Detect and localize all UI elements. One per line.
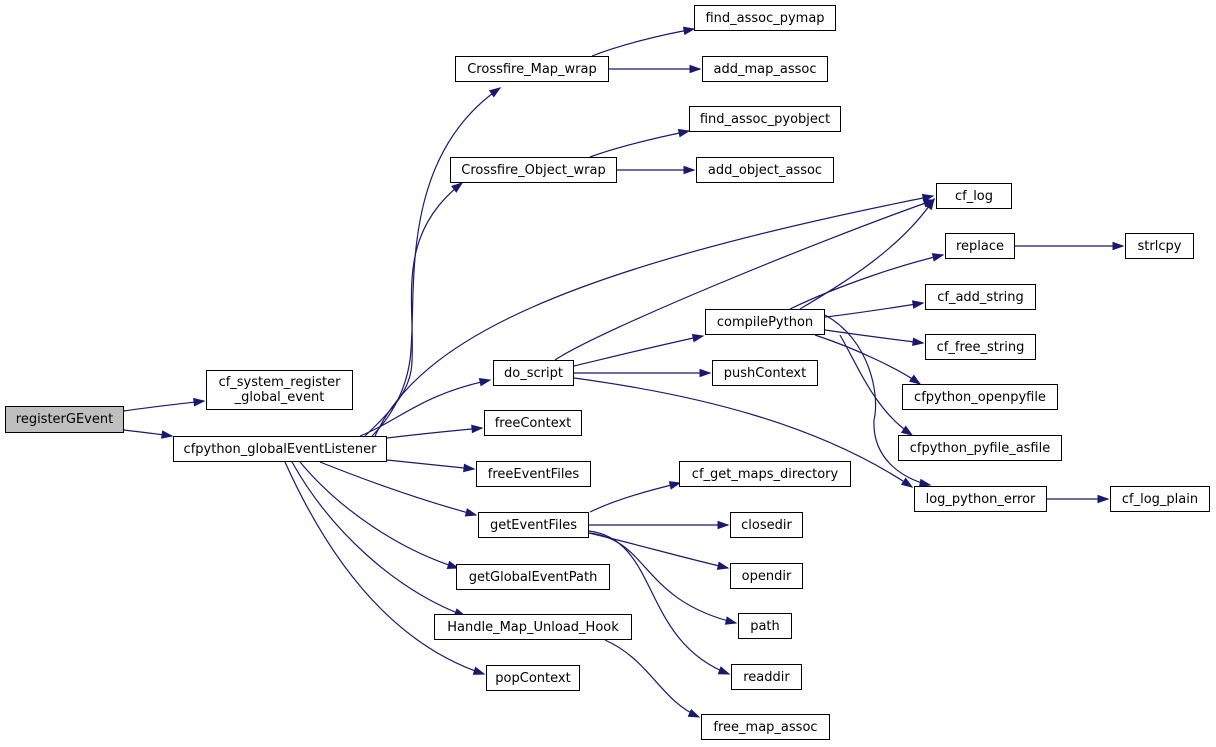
node-log_python_error[interactable]: log_python_error xyxy=(914,486,1047,512)
arrowhead-closedir xyxy=(717,520,730,530)
node-add_object_assoc[interactable]: add_object_assoc xyxy=(696,157,834,183)
arrowhead-freeEventFiles xyxy=(463,463,476,473)
node-Crossfire_Map_wrap[interactable]: Crossfire_Map_wrap xyxy=(455,56,609,82)
node-freeContext[interactable]: freeContext xyxy=(484,410,582,436)
call-edge-compilePython-to-cfpython_openpyfile xyxy=(814,334,921,385)
call-edge-cfpython_globalEventListener-to-getEventFiles xyxy=(319,461,477,516)
call-edge-do_script-to-cf_log xyxy=(554,199,935,361)
arrowhead-free_map_assoc xyxy=(687,708,701,718)
node-strlcpy[interactable]: strlcpy xyxy=(1125,233,1194,259)
node-cfpython_pyfile_asfile[interactable]: cfpython_pyfile_asfile xyxy=(898,435,1062,461)
call-edge-cfpython_globalEventListener-to-Crossfire_Object_wrap xyxy=(364,182,463,437)
arrowhead-find_assoc_pyobject xyxy=(677,128,691,138)
call-edge-do_script-to-log_python_error xyxy=(573,377,913,488)
node-getEventFiles[interactable]: getEventFiles xyxy=(478,512,589,538)
call-edge-Crossfire_Object_wrap-to-find_assoc_pyobject xyxy=(589,130,690,158)
node-find_assoc_pyobject[interactable]: find_assoc_pyobject xyxy=(689,106,841,132)
arrowhead-getGlobalEventPath xyxy=(446,560,460,570)
call-edge-cfpython_globalEventListener-to-popContext xyxy=(284,461,485,675)
arrowhead-freeContext xyxy=(471,424,484,434)
arrowhead-popContext xyxy=(472,666,486,675)
node-popContext[interactable]: popContext xyxy=(486,665,580,691)
call-edge-compilePython-to-cf_add_string xyxy=(824,302,924,318)
arrowhead-cf_get_maps_directory xyxy=(668,481,682,490)
call-edge-getEventFiles-to-cf_get_maps_directory xyxy=(589,482,681,513)
arrowhead-path xyxy=(724,616,738,625)
call-edge-cfpython_globalEventListener-to-getGlobalEventPath xyxy=(299,461,459,569)
call-edge-cfpython_globalEventListener-to-Handle_Map_Unload_Hook xyxy=(291,461,466,617)
node-replace[interactable]: replace xyxy=(945,233,1015,259)
call-edge-cfpython_globalEventListener-to-freeEventFiles xyxy=(386,459,475,470)
node-add_map_assoc[interactable]: add_map_assoc xyxy=(702,56,828,82)
arrowhead-replace xyxy=(931,253,945,262)
arrowhead-Crossfire_Object_wrap xyxy=(451,182,464,193)
arrowhead-add_map_assoc xyxy=(689,64,702,74)
call-edge-Crossfire_Map_wrap-to-find_assoc_pymap xyxy=(591,28,695,57)
node-Crossfire_Object_wrap[interactable]: Crossfire_Object_wrap xyxy=(450,157,617,183)
call-edge-Handle_Map_Unload_Hook-to-free_map_assoc xyxy=(604,639,700,718)
arrowhead-find_assoc_pymap xyxy=(682,26,696,36)
call-edge-compilePython-to-cf_log xyxy=(799,198,935,310)
call-edge-compilePython-to-cf_free_string xyxy=(824,329,924,344)
call-edge-do_script-to-compilePython xyxy=(573,335,704,367)
arrowhead-log_python_error xyxy=(900,477,914,488)
node-cf_log_plain[interactable]: cf_log_plain xyxy=(1110,486,1210,512)
call-edge-compilePython-to-log_python_error xyxy=(824,314,931,486)
arrowhead-do_script xyxy=(478,377,492,387)
call-edge-getEventFiles-to-readdir xyxy=(588,530,730,675)
node-closedir[interactable]: closedir xyxy=(730,512,803,538)
arrowhead-readdir xyxy=(717,666,731,675)
arrowhead-compilePython xyxy=(691,333,705,343)
node-cfpython_openpyfile[interactable]: cfpython_openpyfile xyxy=(902,384,1058,410)
call-edge-registerGEvent-to-cf_system_register_global_event xyxy=(123,400,205,412)
node-registerGEvent: registerGEvent xyxy=(5,406,124,433)
arrowhead-cf_add_string xyxy=(911,300,925,309)
arrowhead-getEventFiles xyxy=(464,508,478,517)
arrowhead-pushContext xyxy=(699,368,712,378)
node-pushContext[interactable]: pushContext xyxy=(712,360,818,386)
node-readdir[interactable]: readdir xyxy=(731,664,802,690)
arrowhead-cfpython_pyfile_asfile xyxy=(900,425,914,436)
arrowhead-cf_free_string xyxy=(912,337,925,347)
call-edge-cfpython_globalEventListener-to-do_script xyxy=(359,379,491,437)
arrowhead-cf_log xyxy=(924,197,935,211)
node-cfpython_globalEventListener[interactable]: cfpython_globalEventListener xyxy=(173,436,387,462)
arrowhead-Crossfire_Map_wrap xyxy=(488,87,502,98)
call-edge-compilePython-to-cfpython_pyfile_asfile xyxy=(839,334,913,436)
arrowhead-opendir xyxy=(716,561,730,570)
call-edge-cfpython_globalEventListener-to-cf_log xyxy=(374,195,934,437)
arrowhead-cfpython_globalEventListener xyxy=(160,430,174,439)
node-getGlobalEventPath[interactable]: getGlobalEventPath xyxy=(456,564,610,590)
call-edge-getEventFiles-to-path xyxy=(588,532,737,624)
node-free_map_assoc[interactable]: free_map_assoc xyxy=(701,714,830,740)
call-edge-compilePython-to-replace xyxy=(789,254,944,310)
node-do_script[interactable]: do_script xyxy=(493,360,574,386)
arrowhead-cf_log_plain xyxy=(1097,494,1110,504)
arrowhead-log_python_error xyxy=(918,478,932,488)
node-freeEventFiles[interactable]: freeEventFiles xyxy=(476,461,591,487)
node-cf_get_maps_directory[interactable]: cf_get_maps_directory xyxy=(679,461,851,487)
node-Handle_Map_Unload_Hook[interactable]: Handle_Map_Unload_Hook xyxy=(434,614,632,640)
node-opendir[interactable]: opendir xyxy=(730,563,803,589)
arrowhead-cf_system_register_global_event xyxy=(193,397,206,407)
arrowhead-cfpython_openpyfile xyxy=(908,374,922,385)
node-cf_log[interactable]: cf_log xyxy=(936,183,1012,209)
node-find_assoc_pymap[interactable]: find_assoc_pymap xyxy=(694,5,836,31)
node-cf_free_string[interactable]: cf_free_string xyxy=(925,334,1036,360)
node-cf_add_string[interactable]: cf_add_string xyxy=(925,284,1036,310)
node-compilePython[interactable]: compilePython xyxy=(705,309,825,335)
arrowhead-add_object_assoc xyxy=(683,165,696,175)
node-path[interactable]: path xyxy=(738,613,792,639)
node-cf_system_register_global_event[interactable]: cf_system_register _global_event xyxy=(206,370,353,410)
call-edge-cfpython_globalEventListener-to-freeContext xyxy=(386,427,483,439)
arrowhead-strlcpy xyxy=(1112,241,1125,251)
